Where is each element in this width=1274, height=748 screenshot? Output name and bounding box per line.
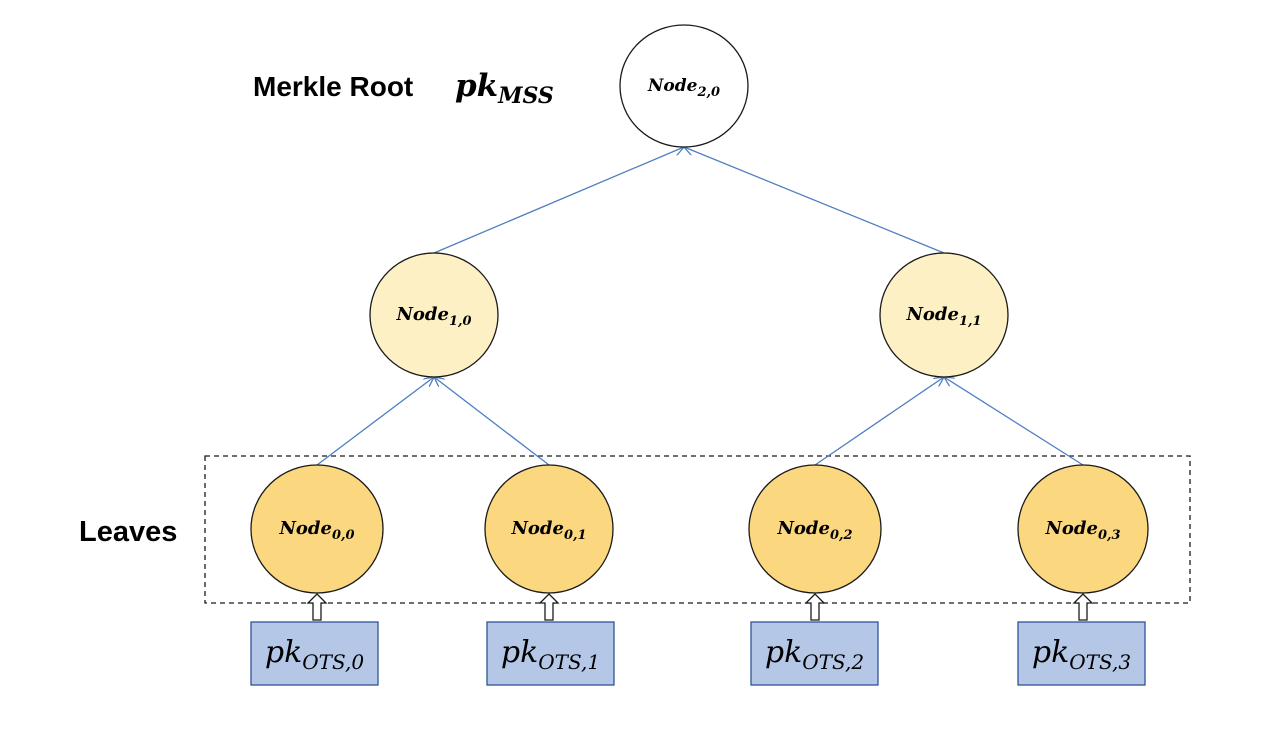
- edge-n02-to-n11: [814, 377, 944, 466]
- node-circle: [619, 24, 749, 148]
- root-pk-base: pk: [455, 68, 498, 104]
- node-label: Node0,3: [1044, 518, 1120, 543]
- hollow-up-arrow-icon: [804, 593, 826, 621]
- node-1-0: Node1,0: [369, 252, 499, 378]
- edge-n01-to-n10: [434, 377, 550, 466]
- pk-label-base: pk: [265, 635, 302, 670]
- node-label-base: Node: [395, 304, 449, 325]
- node-circle: [1017, 464, 1149, 594]
- node-circle: [369, 252, 499, 378]
- leaves-label: Leaves: [79, 516, 177, 548]
- node-label: Node1,1: [905, 304, 981, 329]
- pk-box-label: pkOTS,3: [1032, 635, 1131, 674]
- pk-box-1: pkOTS,1: [486, 621, 615, 686]
- node-circle: [484, 464, 614, 594]
- edge-n10-to-n20: [433, 147, 684, 254]
- node-label-base: Node: [278, 518, 332, 539]
- node-label: Node0,2: [776, 518, 852, 543]
- node-label: Node0,1: [510, 518, 586, 543]
- pk-label-sub: OTS,3: [1069, 650, 1131, 674]
- pk-box-rect: [486, 621, 615, 686]
- pk-box-rect: [250, 621, 379, 686]
- edge-n03-to-n11: [944, 377, 1084, 466]
- root-pk-label: pkMSS: [455, 68, 554, 109]
- node-0-3: Node0,3: [1017, 464, 1149, 594]
- pk-box-2: pkOTS,2: [750, 621, 879, 686]
- node-0-0: Node0,0: [250, 464, 384, 594]
- node-circle: [879, 252, 1009, 378]
- pk-label-base: pk: [765, 635, 802, 670]
- node-label-sub: 0,0: [332, 528, 355, 543]
- node-label-sub: 2,0: [696, 85, 720, 100]
- node-label: Node0,0: [278, 518, 354, 543]
- pk-box-label: pkOTS,1: [501, 635, 600, 674]
- pk-box-0: pkOTS,0: [250, 621, 379, 686]
- pk-box-3: pkOTS,3: [1017, 621, 1146, 686]
- hollow-up-arrow-icon: [1072, 593, 1094, 621]
- hollow-up-arrow-icon: [306, 593, 328, 621]
- root-pk-sub: MSS: [497, 83, 554, 109]
- pk-box-rect: [750, 621, 879, 686]
- edge-n00-to-n10: [316, 377, 434, 466]
- node-circle: [250, 464, 384, 594]
- pk-box-label: pkOTS,0: [265, 635, 364, 674]
- node-label-base: Node: [905, 304, 959, 325]
- node-2-0: Node2,0: [619, 24, 749, 148]
- node-label: Node1,0: [395, 304, 471, 329]
- node-label-sub: 0,3: [1098, 528, 1121, 543]
- merkle-root-label: Merkle Root: [253, 71, 413, 102]
- hollow-up-arrow-icon: [538, 593, 560, 621]
- node-label-base: Node: [510, 518, 564, 539]
- node-0-2: Node0,2: [748, 464, 882, 594]
- node-label-sub: 1,0: [449, 314, 472, 329]
- node-1-1: Node1,1: [879, 252, 1009, 378]
- node-label: Node2,0: [647, 76, 720, 100]
- node-label-base: Node: [1044, 518, 1098, 539]
- pk-box-label: pkOTS,2: [765, 635, 864, 674]
- hollow-arrows-layer: [306, 593, 1094, 621]
- node-label-sub: 1,1: [959, 314, 982, 329]
- node-label-sub: 0,1: [564, 528, 587, 543]
- leaves-frame: [204, 455, 1191, 604]
- node-label-base: Node: [776, 518, 830, 539]
- pk-label-base: pk: [501, 635, 538, 670]
- pk-label-sub: OTS,2: [802, 650, 864, 674]
- pk-label-sub: OTS,0: [302, 650, 364, 674]
- pk-box-rect: [1017, 621, 1146, 686]
- node-label-base: Node: [647, 76, 698, 96]
- pk-label-base: pk: [1032, 635, 1069, 670]
- edge-n11-to-n20: [684, 147, 945, 254]
- node-circle: [748, 464, 882, 594]
- node-label-sub: 0,2: [830, 528, 853, 543]
- node-0-1: Node0,1: [484, 464, 614, 594]
- pk-label-sub: OTS,1: [538, 650, 600, 674]
- edges-layer: [316, 147, 1084, 466]
